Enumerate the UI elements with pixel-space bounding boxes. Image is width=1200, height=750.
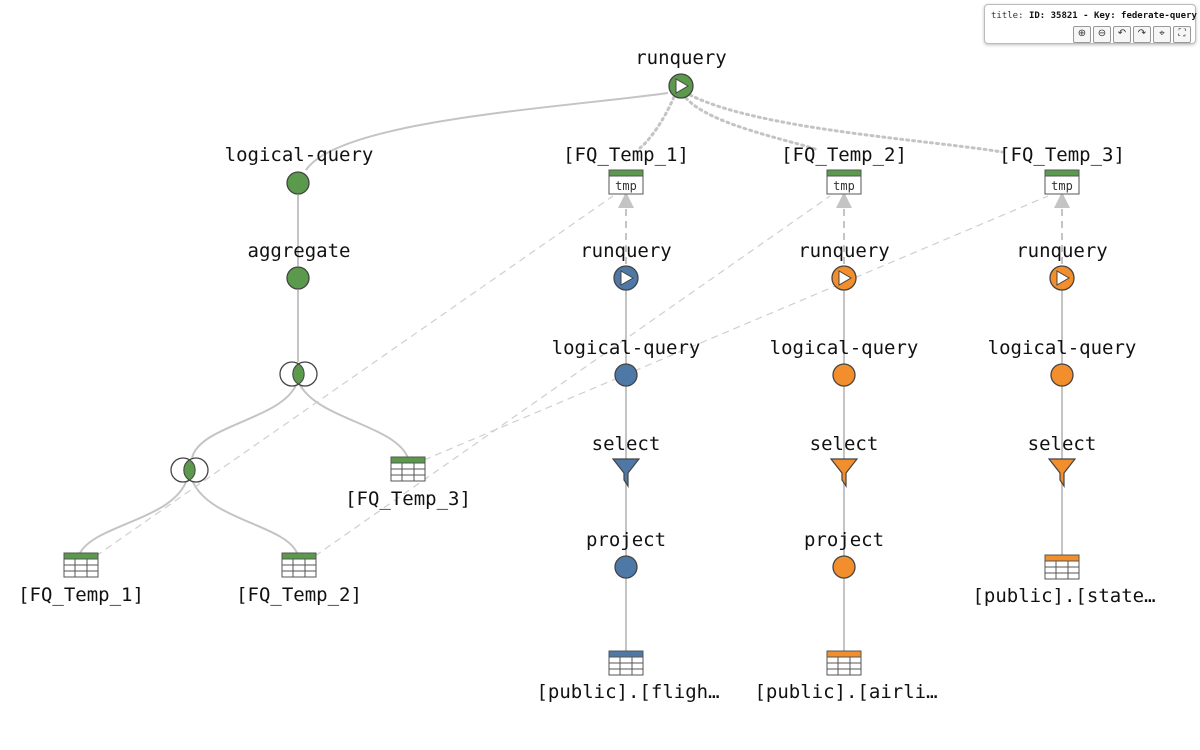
edge-ref-tmp2 xyxy=(314,195,831,557)
graph-toolbar: ⊕ ⊖ ↶ ↷ ⌖ ⛶ xyxy=(1073,26,1191,43)
fullscreen-button[interactable]: ⛶ xyxy=(1173,26,1191,43)
edge-root-logical-query xyxy=(305,92,669,171)
orange-runquery-node[interactable] xyxy=(831,265,857,291)
table-fq-temp-1[interactable] xyxy=(63,552,99,578)
table-fq-temp-2[interactable] xyxy=(281,552,317,578)
svg-text:tmp: tmp xyxy=(833,179,855,193)
node-label-logical-query: logical-query xyxy=(225,144,374,166)
zoom-out-icon: ⊖ xyxy=(1097,28,1107,39)
play-icon xyxy=(620,270,634,286)
third-select-filter-icon[interactable] xyxy=(1047,458,1077,488)
orange-select-filter-icon[interactable] xyxy=(829,458,859,488)
node-label-fq-temp-3: [FQ_Temp_3] xyxy=(345,488,471,510)
table-third-states[interactable] xyxy=(1044,554,1080,580)
edge-join1-fqtemp3 xyxy=(299,384,409,459)
edge-ref-tmp3 xyxy=(423,195,1049,461)
node-label-aggregate: aggregate xyxy=(248,240,351,262)
node-label-fq-temp-1: [FQ_Temp_1] xyxy=(18,584,144,606)
node-label-blue-runquery: runquery xyxy=(580,240,672,262)
undo-icon: ↶ xyxy=(1117,28,1127,39)
tmp-node-1[interactable]: tmp xyxy=(608,169,644,195)
blue-logical-query-node[interactable] xyxy=(614,363,638,387)
edge-join1-join2 xyxy=(191,384,297,459)
blue-project-node[interactable] xyxy=(614,555,638,579)
edge-join2-fqtemp1 xyxy=(79,481,187,554)
orange-project-node[interactable] xyxy=(832,555,856,579)
node-label-tmp1: [FQ_Temp_1] xyxy=(563,144,689,166)
blue-runquery-node[interactable] xyxy=(613,265,639,291)
redo-icon: ↷ xyxy=(1137,28,1147,39)
node-label-blue-table: [public].[fligh… xyxy=(536,681,719,703)
join-node-2[interactable] xyxy=(170,457,209,483)
edges xyxy=(79,92,1070,652)
node-label-blue-logical-query: logical-query xyxy=(552,337,701,359)
node-label-orange-logical-query: logical-query xyxy=(770,337,919,359)
zoom-in-icon: ⊕ xyxy=(1077,28,1087,39)
svg-text:tmp: tmp xyxy=(1051,179,1073,193)
join-node-1[interactable] xyxy=(279,361,318,387)
graph-title-value: ID: 35821 - Key: federate-query xyxy=(1028,11,1197,21)
play-icon xyxy=(675,78,689,94)
node-label-tmp3: [FQ_Temp_3] xyxy=(999,144,1125,166)
table-blue-flights[interactable] xyxy=(608,650,644,676)
tmp-node-2[interactable]: tmp xyxy=(826,169,862,195)
node-label-orange-project: project xyxy=(804,529,884,551)
edge-root-tmp1 xyxy=(638,95,676,150)
node-label-orange-select: select xyxy=(810,433,879,455)
edge-root-tmp2 xyxy=(684,96,820,152)
center-button[interactable]: ⌖ xyxy=(1153,26,1171,43)
node-label-orange-runquery: runquery xyxy=(798,240,890,262)
node-label-tmp2: [FQ_Temp_2] xyxy=(781,144,907,166)
graph-title-panel: title: ID: 35821 - Key: federate-query ⊕… xyxy=(984,4,1197,44)
logical-query-node[interactable] xyxy=(286,171,310,195)
undo-button[interactable]: ↶ xyxy=(1113,26,1131,43)
center-icon: ⌖ xyxy=(1159,28,1165,39)
edge-ref-tmp1 xyxy=(95,195,614,557)
aggregate-node[interactable] xyxy=(286,266,310,290)
blue-select-filter-icon[interactable] xyxy=(611,458,641,488)
redo-button[interactable]: ↷ xyxy=(1133,26,1151,43)
table-orange-airlines[interactable] xyxy=(826,650,862,676)
node-label-third-select: select xyxy=(1028,433,1097,455)
node-label-blue-project: project xyxy=(586,529,666,551)
node-label-root-runquery: runquery xyxy=(635,47,727,69)
table-fq-temp-3[interactable] xyxy=(390,456,426,482)
node-label-orange-table: [public].[airli… xyxy=(754,681,937,703)
play-icon xyxy=(838,270,852,286)
node-label-blue-select: select xyxy=(592,433,661,455)
node-label-third-table: [public].[state… xyxy=(972,585,1155,607)
node-label-third-logical-query: logical-query xyxy=(988,337,1137,359)
root-runquery-node[interactable] xyxy=(668,73,694,99)
zoom-in-button[interactable]: ⊕ xyxy=(1073,26,1091,43)
edge-join2-fqtemp2 xyxy=(192,481,298,554)
third-runquery-node[interactable] xyxy=(1049,265,1075,291)
tmp-node-3[interactable]: tmp xyxy=(1044,169,1080,195)
orange-logical-query-node[interactable] xyxy=(832,363,856,387)
zoom-out-button[interactable]: ⊖ xyxy=(1093,26,1111,43)
edge-root-tmp3 xyxy=(688,93,1004,154)
node-label-third-runquery: runquery xyxy=(1016,240,1108,262)
node-label-fq-temp-2: [FQ_Temp_2] xyxy=(236,584,362,606)
svg-text:tmp: tmp xyxy=(615,179,637,193)
fullscreen-icon: ⛶ xyxy=(1178,28,1186,39)
third-logical-query-node[interactable] xyxy=(1050,363,1074,387)
play-icon xyxy=(1056,270,1070,286)
graph-title: title: ID: 35821 - Key: federate-query xyxy=(991,11,1197,21)
